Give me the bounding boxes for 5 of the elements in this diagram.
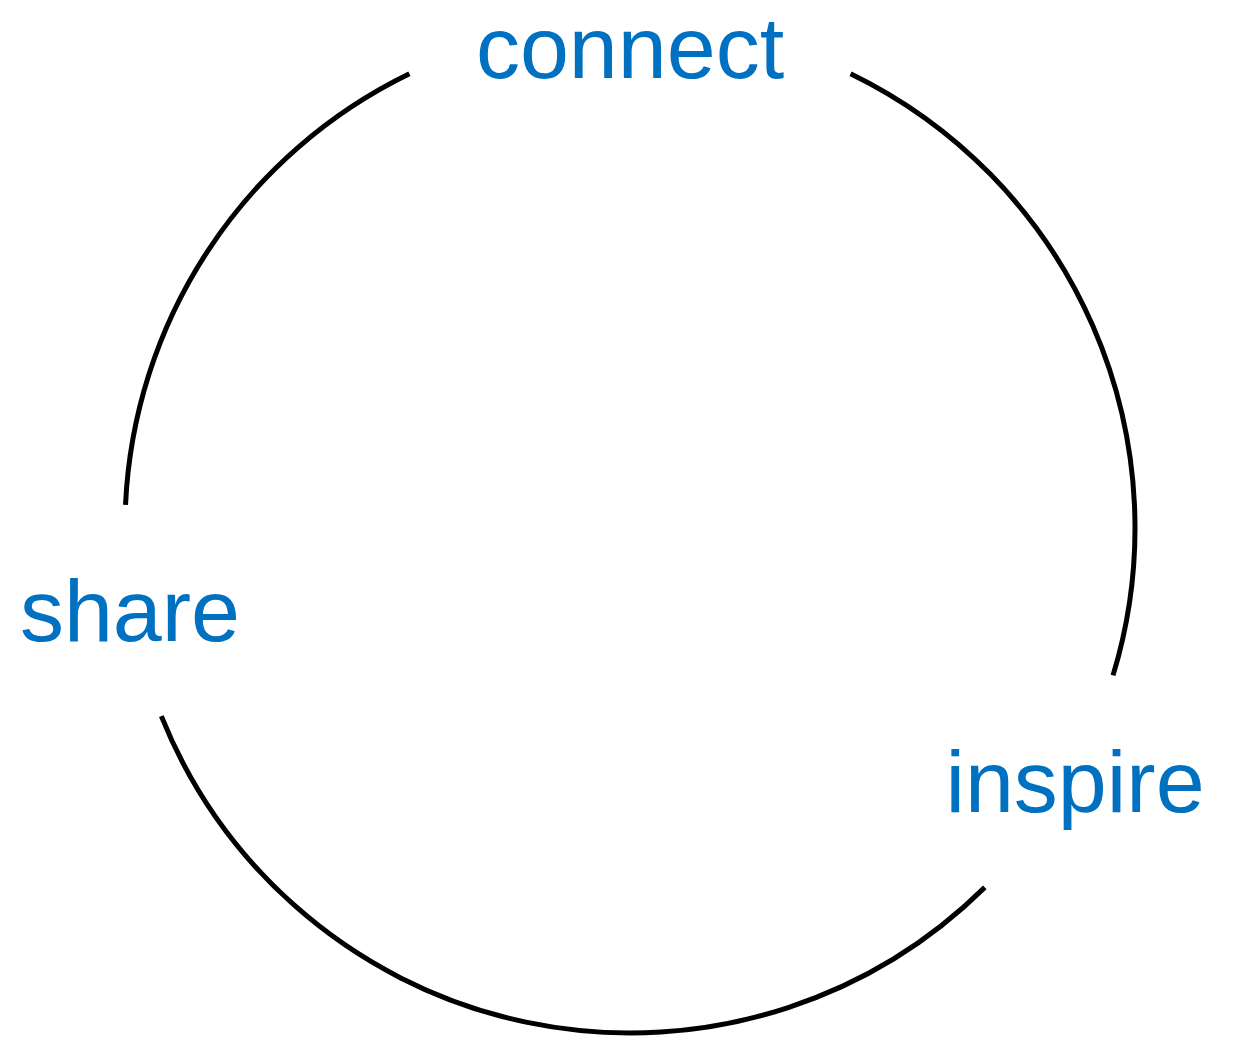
cycle-arc — [123, 71, 411, 506]
cycle-arc — [849, 71, 1137, 676]
cycle-step-label: share — [19, 566, 241, 655]
cycle-step-label: connect — [475, 3, 785, 92]
cycle-arc — [159, 715, 987, 1035]
